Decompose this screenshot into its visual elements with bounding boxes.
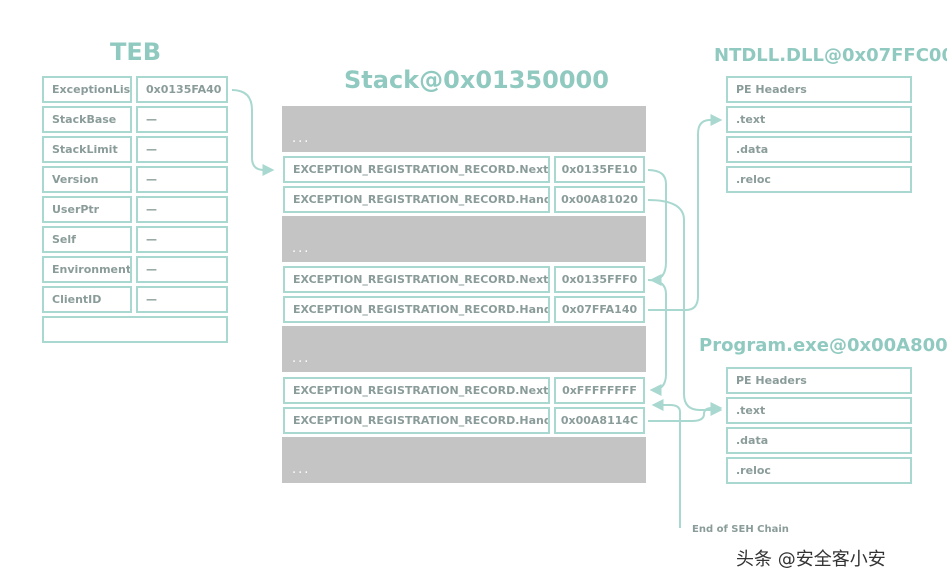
program-reloc-section: .reloc [726,457,912,484]
teb-stackbase-label: StackBase [42,106,132,133]
teb-exceptionlist-label: ExceptionList [42,76,132,103]
teb-version-label: Version [42,166,132,193]
ntdll-reloc-section: .reloc [726,166,912,193]
stack-filler-block: ... [282,106,646,152]
program-pe-headers: PE Headers [726,367,912,394]
record-3-handler-value: 0x00A8114C [554,407,645,434]
teb-environment-value: — [136,256,228,283]
record-1-next-label: EXCEPTION_REGISTRATION_RECORD.Next [283,156,550,183]
ntdll-data-section: .data [726,136,912,163]
record-2-handler-label: EXCEPTION_REGISTRATION_RECORD.Handler [283,296,550,323]
teb-version-value: — [136,166,228,193]
arrow-record1-handler-to-program-text [647,199,723,416]
record-3-next-value: 0xFFFFFFFF [554,377,645,404]
teb-userptr-value: — [136,196,228,223]
ntdll-text-section: .text [726,106,912,133]
stack-filler-block: ... [282,326,646,372]
record-1-next-value: 0x0135FE10 [554,156,645,183]
teb-stacklimit-label: StackLimit [42,136,132,163]
program-title: Program.exe@0x00A80000 [699,335,947,356]
teb-exceptionlist-value: 0x0135FA40 [136,76,228,103]
arrow-end-of-chain [651,399,681,528]
teb-clientid-label: ClientID [42,286,132,313]
teb-clientid-value: — [136,286,228,313]
watermark: 头条 @安全客小安 [736,549,886,570]
stack-title: Stack@0x01350000 [344,66,609,94]
arrow-record2-next-to-record3 [647,279,667,396]
stack-filler-block: ... [282,437,646,483]
teb-empty-row [42,316,228,343]
arrow-record2-handler-to-ntdll-text [648,114,723,311]
record-2-next-label: EXCEPTION_REGISTRATION_RECORD.Next [283,266,550,293]
ntdll-pe-headers: PE Headers [726,76,912,103]
record-2-handler-value: 0x07FFA140 [554,296,645,323]
record-3-handler-label: EXCEPTION_REGISTRATION_RECORD.Handler [283,407,550,434]
program-data-section: .data [726,427,912,454]
record-3-next-label: EXCEPTION_REGISTRATION_RECORD.Next [283,377,550,404]
arrow-teb-to-record1 [231,89,275,176]
end-of-seh-chain-label: End of SEH Chain [692,524,789,535]
teb-stackbase-value: — [136,106,228,133]
stack-filler-block: ... [282,216,646,262]
program-text-section: .text [726,397,912,424]
teb-environment-label: Environment [42,256,132,283]
teb-stacklimit-value: — [136,136,228,163]
arrow-record1-next-to-record2 [647,169,667,286]
teb-title: TEB [110,38,162,66]
teb-self-label: Self [42,226,132,253]
teb-userptr-label: UserPtr [42,196,132,223]
teb-self-value: — [136,226,228,253]
ntdll-title: NTDLL.DLL@0x07FFC00 [714,45,947,66]
arrow-record3-handler-to-program-text [648,402,723,422]
record-1-handler-label: EXCEPTION_REGISTRATION_RECORD.Handler [283,186,550,213]
record-1-handler-value: 0x00A81020 [554,186,645,213]
record-2-next-value: 0x0135FFF0 [554,266,645,293]
